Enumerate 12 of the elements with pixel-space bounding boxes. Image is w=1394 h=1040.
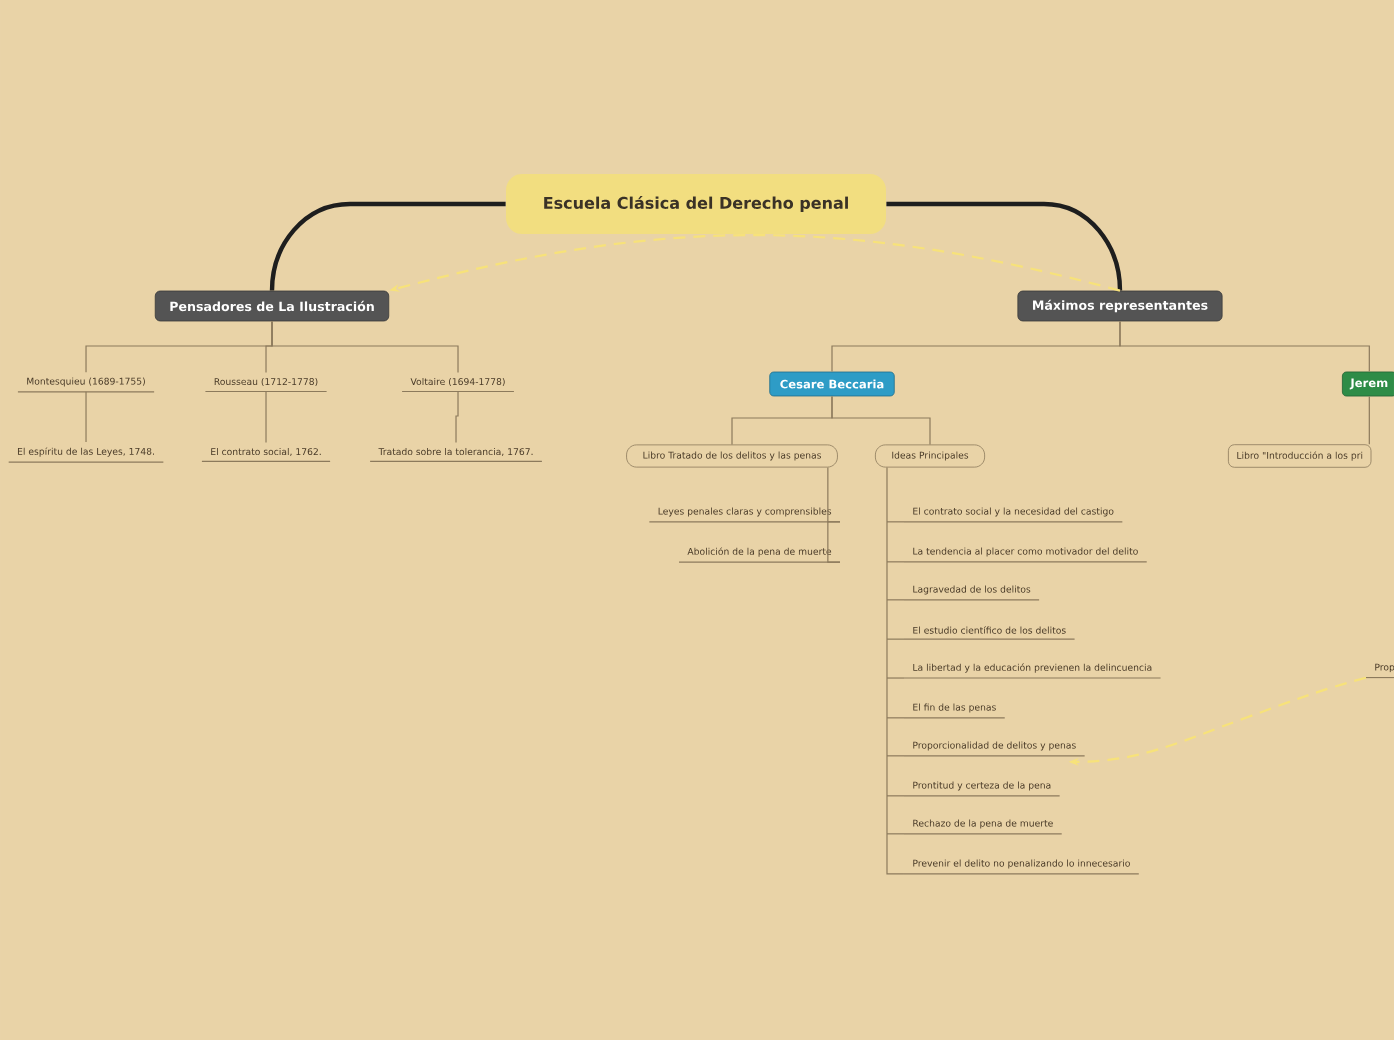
connector	[1368, 395, 1370, 445]
connector	[85, 391, 87, 443]
connector	[1119, 320, 1370, 373]
connector	[886, 201, 1123, 291]
connector	[265, 390, 267, 444]
connector	[271, 320, 459, 374]
connector	[831, 395, 931, 446]
connector	[455, 390, 459, 444]
connector	[269, 201, 506, 291]
connector	[886, 466, 905, 875]
connector	[827, 466, 841, 563]
topic-box: Escuela Clásica del Derecho penal	[506, 174, 886, 234]
